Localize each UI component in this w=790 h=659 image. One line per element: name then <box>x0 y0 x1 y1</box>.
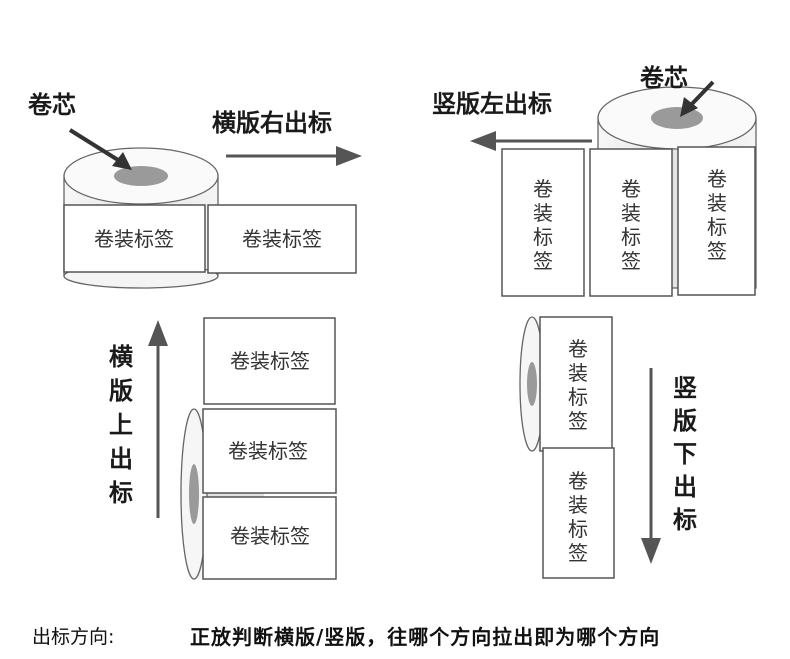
label-text: 卷装标签 <box>228 439 308 463</box>
arrow-right-icon <box>226 146 362 166</box>
panel-vertical-down: 卷 装 标 签 卷 装 标 签 竖 版 下 出 标 <box>519 316 697 579</box>
svg-text:装: 装 <box>568 493 588 517</box>
label-sticker <box>202 408 337 494</box>
svg-text:版: 版 <box>673 407 697 435</box>
arrow-down-icon <box>641 368 661 564</box>
label-text: 卷装标签 <box>94 227 174 251</box>
svg-text:卷: 卷 <box>533 177 553 201</box>
roll-core-hole <box>527 362 537 406</box>
direction-title-vertical: 横 版 上 出 标 <box>109 343 134 507</box>
label-sticker <box>202 496 337 580</box>
label-sticker <box>589 148 673 297</box>
svg-text:标: 标 <box>621 225 641 249</box>
svg-text:签: 签 <box>707 239 727 263</box>
vertical-label-text: 卷 装 标 签 <box>568 469 588 565</box>
label-text: 卷装标签 <box>230 349 310 373</box>
svg-text:标: 标 <box>673 506 697 534</box>
core-label: 卷芯 <box>28 91 76 119</box>
vertical-label-text: 卷 装 标 签 <box>568 337 588 433</box>
roll-core-hole <box>114 166 168 186</box>
label-sticker <box>539 316 613 452</box>
svg-text:签: 签 <box>568 409 588 433</box>
svg-text:标: 标 <box>568 385 588 409</box>
label-text: 卷装标签 <box>242 227 322 251</box>
svg-text:下: 下 <box>673 440 697 468</box>
label-sticker <box>501 148 585 297</box>
direction-title-vertical: 竖 版 下 出 标 <box>673 374 697 534</box>
svg-text:签: 签 <box>568 541 588 565</box>
label-sticker <box>203 317 336 405</box>
svg-text:卷: 卷 <box>621 177 641 201</box>
roll-core-hole <box>189 464 199 524</box>
arrow-left-icon <box>470 131 592 151</box>
panel-horizontal-up: 卷装标签 卷装标签 卷装标签 横 版 上 出 标 <box>109 317 337 580</box>
svg-text:卷: 卷 <box>568 337 588 361</box>
direction-title: 竖版左出标 <box>432 90 552 118</box>
label-sticker <box>63 204 206 273</box>
vertical-label-text: 卷 装 标 签 <box>707 167 727 263</box>
core-pointer-arrow <box>68 128 132 170</box>
svg-text:签: 签 <box>621 249 641 273</box>
label-sticker <box>542 447 615 579</box>
svg-text:横: 横 <box>109 343 134 371</box>
svg-text:标: 标 <box>707 215 727 239</box>
footer-label: 出标方向: <box>32 626 115 648</box>
svg-text:签: 签 <box>533 249 553 273</box>
svg-text:装: 装 <box>621 201 641 225</box>
roll-core-hole <box>651 107 703 129</box>
panel-vertical-left: 卷 装 标 签 卷 装 标 签 卷 装 标 签 卷芯 竖版左出标 <box>432 64 757 297</box>
core-label: 卷芯 <box>640 64 688 92</box>
svg-text:标: 标 <box>109 479 133 507</box>
svg-text:出: 出 <box>673 473 697 501</box>
arrow-up-icon <box>148 320 168 518</box>
svg-text:卷: 卷 <box>707 167 727 191</box>
svg-text:装: 装 <box>568 361 588 385</box>
direction-title: 横版右出标 <box>212 109 332 137</box>
svg-text:装: 装 <box>533 201 553 225</box>
svg-text:版: 版 <box>109 377 133 405</box>
label-text: 卷装标签 <box>230 524 310 548</box>
svg-text:竖: 竖 <box>673 374 697 402</box>
core-pointer-arrow <box>680 80 715 117</box>
footer-text: 正放判断横版/竖版，往哪个方向拉出即为哪个方向 <box>190 625 661 649</box>
svg-text:标: 标 <box>568 517 588 541</box>
svg-text:上: 上 <box>109 411 133 439</box>
vertical-label-text: 卷 装 标 签 <box>533 177 553 273</box>
vertical-label-text: 卷 装 标 签 <box>621 177 641 273</box>
label-sticker <box>207 204 357 274</box>
label-sticker <box>677 146 756 296</box>
svg-text:出: 出 <box>109 445 133 473</box>
panel-horizontal-right: 卷装标签 卷装标签 卷芯 横版右出标 <box>28 91 362 289</box>
svg-text:装: 装 <box>707 191 727 215</box>
svg-text:标: 标 <box>533 225 553 249</box>
svg-text:卷: 卷 <box>568 469 588 493</box>
